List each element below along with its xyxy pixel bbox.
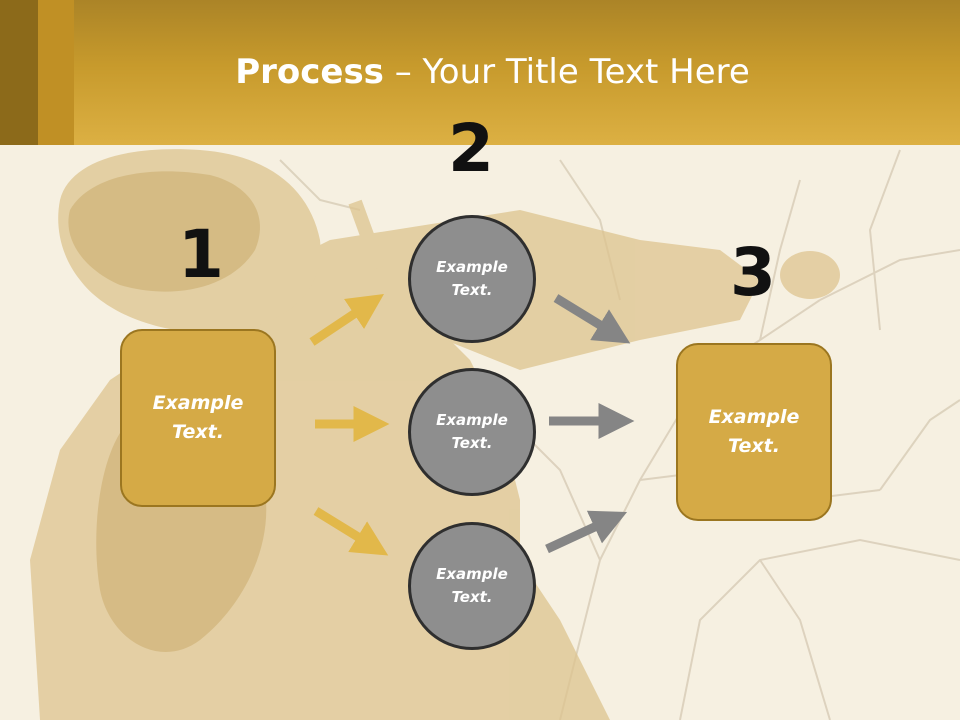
arrow-gray-up (545, 510, 628, 554)
step-number-1: 1 (178, 216, 224, 293)
slide-title: Process – Your Title Text Here (0, 52, 960, 92)
circle-step-2-middle[interactable]: Example Text. (408, 368, 536, 496)
step-number-3: 3 (730, 234, 776, 311)
box-step-1-line2: Text. (172, 421, 224, 443)
box-step-3[interactable]: Example Text. (676, 343, 832, 521)
arrow-gold-up (309, 294, 384, 346)
box-step-3-line1: Example (708, 406, 800, 428)
circle-middle-line1: Example (436, 411, 508, 429)
box-step-1-line1: Example (152, 392, 244, 414)
circle-step-2-top[interactable]: Example Text. (408, 215, 536, 343)
circle-top-line1: Example (436, 258, 508, 276)
circle-top-line2: Text. (451, 281, 493, 299)
header-accent-light (38, 0, 74, 145)
circle-bottom-line2: Text. (451, 588, 493, 606)
title-rest: – Your Title Text Here (383, 52, 750, 92)
header-accent-dark (0, 0, 38, 145)
box-step-3-line2: Text. (728, 435, 780, 457)
title-bold: Process (235, 52, 384, 92)
circle-bottom-line1: Example (436, 565, 508, 583)
circle-middle-line2: Text. (451, 434, 493, 452)
arrow-gray-down (553, 294, 631, 344)
circle-step-2-bottom[interactable]: Example Text. (408, 522, 536, 650)
box-step-1[interactable]: Example Text. (120, 329, 276, 507)
header-band: Process – Your Title Text Here (0, 0, 960, 145)
arrow-gold-down (313, 507, 389, 556)
step-number-2: 2 (448, 110, 494, 187)
